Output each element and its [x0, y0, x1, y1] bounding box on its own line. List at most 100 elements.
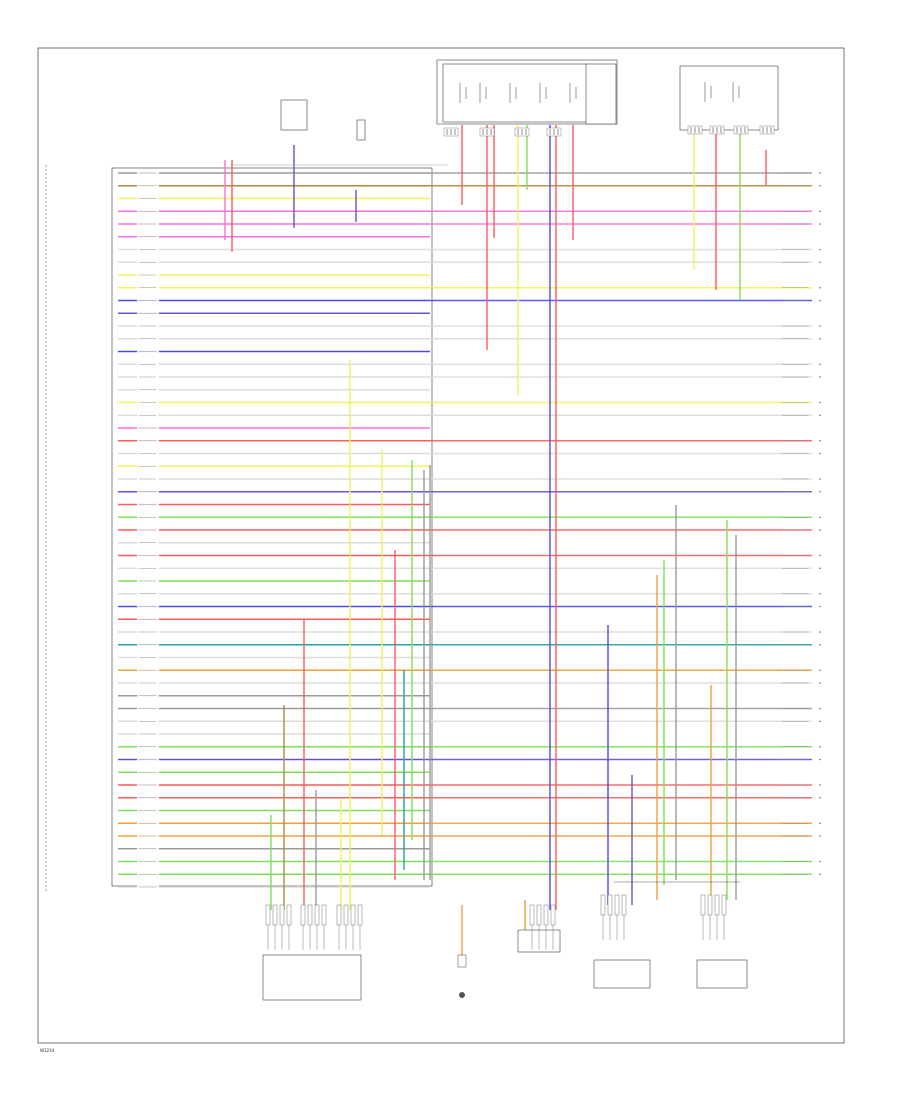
- ecm-connector-block: [111, 167, 433, 887]
- resistor: [457, 954, 467, 968]
- wire-end-dot: [819, 605, 821, 608]
- wire-row: [118, 502, 430, 506]
- wire-end-dot: [819, 490, 821, 493]
- wire-label-box: [137, 247, 159, 251]
- wire-row: [118, 540, 430, 545]
- wire-label-box: [137, 718, 159, 723]
- wire-label-box: [137, 514, 159, 519]
- wire-end-dot: [819, 172, 821, 174]
- pin-body: [721, 894, 727, 916]
- wire-row: [118, 412, 821, 417]
- connector-pin-group: [759, 125, 775, 135]
- pin-body: [307, 904, 313, 926]
- wire-label-box: [137, 769, 159, 774]
- wire-row: [118, 795, 821, 800]
- wire-row: [118, 731, 430, 736]
- wire-end-dot: [819, 478, 821, 480]
- connector-pin-group: [709, 125, 725, 135]
- wire-label-box: [137, 527, 159, 532]
- wire-row: [118, 604, 821, 608]
- wire-row: [118, 234, 430, 239]
- wire-label-box: [137, 693, 159, 698]
- wire-row: [118, 769, 430, 774]
- wire-row: [118, 463, 430, 468]
- wire-label-box: [137, 846, 159, 851]
- wire-row: [118, 310, 430, 315]
- wire-end-dot: [819, 516, 821, 519]
- wire-row: [118, 718, 821, 723]
- pin-body: [621, 894, 627, 916]
- connector-pin-group: [479, 127, 495, 137]
- wire-row: [118, 298, 821, 302]
- pin-body: [272, 904, 278, 926]
- relay-switch-panel: [442, 63, 588, 123]
- wire-row: [118, 706, 821, 710]
- wire-end-dot: [819, 376, 821, 378]
- wire-label-box: [137, 387, 159, 392]
- wire-label-box: [137, 744, 159, 749]
- sensor-top-1: [280, 99, 308, 131]
- wire-end-dot: [819, 554, 821, 557]
- wire-row: [118, 871, 821, 876]
- pin-body: [614, 894, 620, 916]
- ground-point: [459, 992, 465, 998]
- bottom-pin-group: [600, 894, 627, 940]
- wire-end-dot: [819, 248, 821, 251]
- connector-pin-group: [733, 125, 749, 135]
- component-body: [585, 63, 617, 125]
- wire-label-box: [137, 820, 159, 825]
- wire-label-box: [137, 706, 159, 710]
- wire-end-dot: [819, 223, 821, 225]
- wire-label-box: [137, 642, 159, 647]
- wire-end-dot: [819, 210, 821, 213]
- diagram-frame: [37, 47, 845, 1044]
- wire-label-box: [137, 361, 159, 366]
- relay-contact: [459, 83, 467, 103]
- pin-body: [350, 904, 356, 926]
- wire-end-dot: [819, 299, 821, 302]
- wire-row: [118, 693, 430, 698]
- wire-label-box: [137, 451, 159, 455]
- wire-row: [118, 425, 430, 430]
- wire-row: [118, 629, 821, 634]
- wire-label-box: [137, 374, 159, 379]
- bottom-pin-group: [265, 904, 292, 950]
- wire-row: [118, 259, 821, 264]
- top-components: [230, 59, 779, 166]
- wire-row: [118, 578, 430, 583]
- wire-end-dot: [819, 720, 821, 723]
- wire-label-box: [137, 425, 159, 430]
- wire-label-box: [137, 629, 159, 634]
- wire-label-box: [137, 553, 159, 557]
- wire-row: [118, 196, 430, 200]
- wire-label-box: [137, 502, 159, 506]
- wire-label-box: [137, 463, 159, 468]
- wire-label-box: [137, 859, 159, 863]
- sensor-top-2: [356, 119, 366, 141]
- wire-end-dot: [819, 592, 821, 595]
- relay-contact: [732, 82, 740, 102]
- wire-end-dot: [819, 796, 821, 799]
- pin-body: [543, 904, 549, 926]
- wire-label-box: [137, 795, 159, 800]
- relay-contact: [569, 83, 577, 103]
- wire-label-box: [137, 272, 159, 277]
- wire-label-box: [137, 833, 159, 838]
- wire-row: [118, 387, 430, 392]
- pin-body: [314, 904, 320, 926]
- wire-label-box: [137, 680, 159, 685]
- component-body: [442, 63, 588, 123]
- wire-end-dot: [819, 261, 821, 264]
- pin-body: [607, 894, 613, 916]
- wire-row: [118, 655, 430, 659]
- wire-end-dot: [819, 325, 821, 327]
- wire-end-dot: [819, 401, 821, 404]
- wire-row: [118, 680, 821, 685]
- wire-row: [118, 349, 430, 353]
- wire-end-dot: [819, 567, 821, 570]
- wire-row: [118, 247, 821, 251]
- wire-end-dot: [819, 745, 821, 748]
- pin-body: [265, 904, 271, 926]
- wire-row: [118, 642, 821, 647]
- wire-row: [118, 489, 821, 494]
